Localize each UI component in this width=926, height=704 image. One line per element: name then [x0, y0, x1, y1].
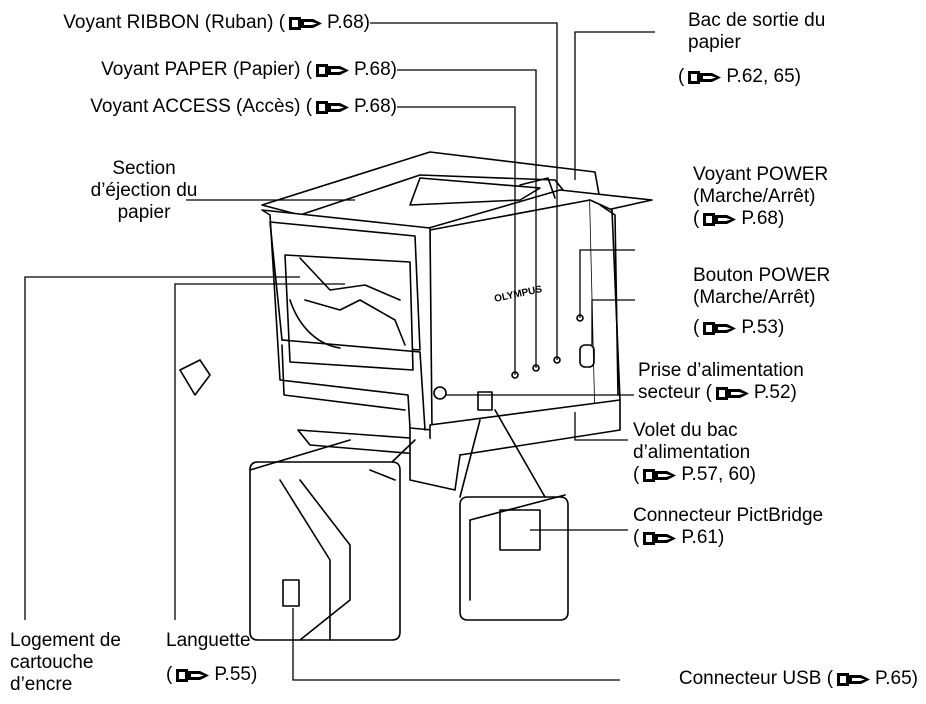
page-reference-hand-icon — [315, 100, 351, 115]
page-reference-hand-icon — [175, 668, 211, 683]
leader-access — [397, 106, 516, 375]
label-power-led: Voyant POWER (Marche/Arrêt) (P.68) — [693, 164, 829, 229]
page-reference-hand-icon — [715, 386, 751, 401]
label-access-led: Voyant ACCESS (Accès) (P.68) — [90, 96, 397, 117]
page-reference-hand-icon — [288, 16, 324, 31]
page-reference-hand-icon — [702, 321, 738, 336]
label-power-button: Bouton POWER (Marche/Arrêt) (P.53) — [693, 265, 831, 338]
page-reference-hand-icon — [315, 63, 351, 78]
leader-power-led — [579, 249, 635, 318]
label-output-tray: Bac de sortie du papier (P.62, 65) — [678, 10, 826, 87]
page-reference-hand-icon — [642, 531, 678, 546]
page-reference-hand-icon — [702, 212, 738, 227]
page-reference-hand-icon — [642, 468, 678, 483]
label-paper-led: Voyant PAPER (Papier) (P.68) — [101, 59, 397, 80]
page-reference-hand-icon — [836, 672, 872, 687]
leader-ribbon — [370, 22, 558, 360]
leader-tab — [174, 283, 345, 620]
label-ink-cartridge-slot: Logement de cartouche d’encre — [10, 630, 121, 695]
leader-feed-cover — [574, 412, 628, 441]
label-pictbridge: Connecteur PictBridge (P.61) — [633, 505, 824, 548]
label-ac-inlet: Prise d’alimentation secteur (P.52) — [638, 360, 804, 403]
label-ribbon-led: Voyant RIBBON (Ruban) (P.68) — [63, 12, 370, 33]
leader-power-btn — [591, 299, 635, 345]
label-usb: Connecteur USB (P.65) — [678, 668, 918, 689]
leader-tray-out — [574, 31, 655, 180]
leader-paper — [397, 69, 537, 368]
page-reference-hand-icon — [687, 70, 723, 85]
leader-cartridge — [24, 276, 300, 620]
label-paper-ejection: Section d’éjection du papier — [90, 158, 198, 223]
label-tab: Languette (P.55) — [166, 630, 258, 685]
label-feed-tray-cover: Volet du bac d’alimentation (P.57, 60) — [633, 420, 756, 485]
leader-usb — [292, 608, 620, 681]
